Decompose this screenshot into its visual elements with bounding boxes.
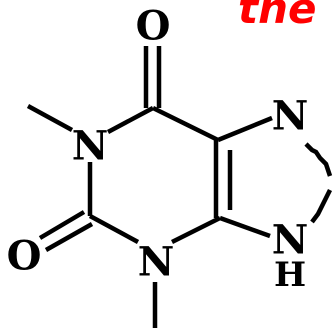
bond-c6-c5 [152,105,219,143]
atom-labels: O N N O N N H [7,3,309,296]
bond-c4-n9 [219,215,271,239]
atom-h9: H [274,255,306,295]
atom-n3: N [138,239,175,286]
atom-n9: N [272,217,309,264]
atom-n1: N [72,123,109,170]
bond-n7-c8 [304,142,333,177]
title-fragment: the [238,0,317,33]
bond-c8-n9 [310,188,333,224]
bond-c2-o-double-b [44,222,94,252]
bond-n1-methyl [26,104,74,132]
bond-c2-o-double-a [38,210,86,240]
bond-c5-n7 [217,115,273,143]
bond-lines [26,46,333,328]
atom-o-top: O [136,3,171,50]
bond-c6-n1 [106,106,155,134]
atom-n7: N [272,93,309,140]
bond-n3-c4 [170,215,222,245]
atom-o-left: O [7,233,42,280]
bond-c2-n3 [88,214,140,244]
